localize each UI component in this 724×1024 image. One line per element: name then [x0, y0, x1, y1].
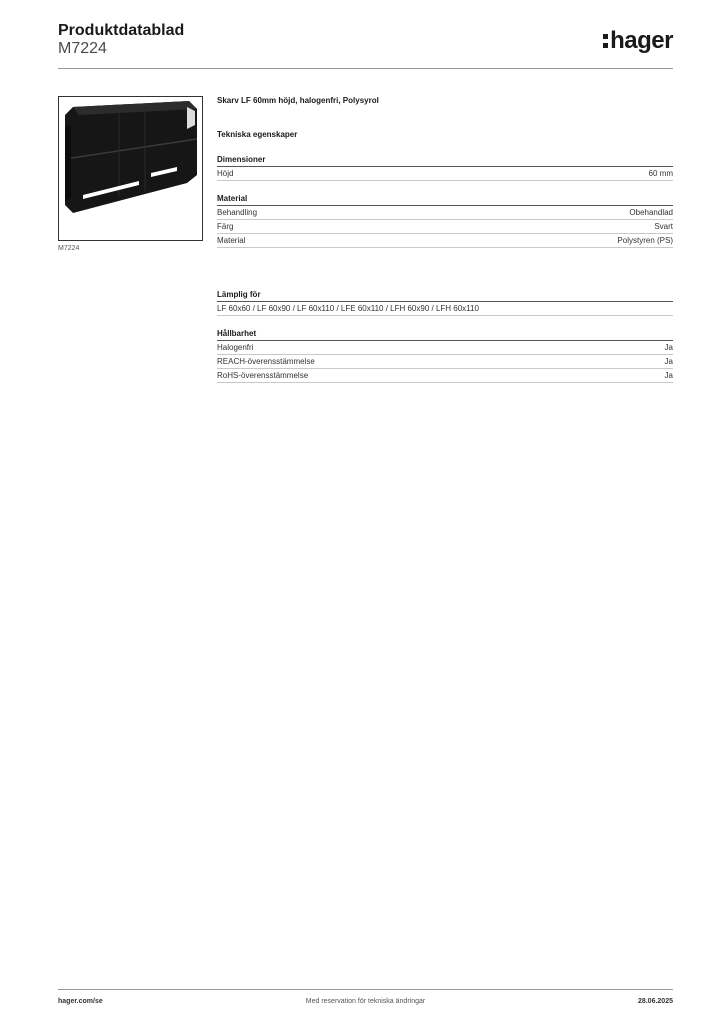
footer-divider — [58, 989, 673, 990]
spec-row: REACH-överensstämmelse Ja — [217, 355, 673, 369]
section-title: Dimensioner — [217, 155, 673, 167]
spec-row: Färg Svart — [217, 220, 673, 234]
logo-dots-icon — [603, 34, 609, 48]
spec-label: Halogenfri — [217, 343, 254, 352]
lamplig-for-section: Lämplig för LF 60x60 / LF 60x90 / LF 60x… — [217, 290, 673, 316]
spec-label: Höjd — [217, 169, 234, 178]
section-title: Material — [217, 194, 673, 206]
footer-date: 28.06.2025 — [637, 998, 673, 1005]
footer-website-link[interactable]: hager.com/se — [58, 998, 103, 1005]
product-name: Skarv LF 60mm höjd, halogenfri, Polysyro… — [217, 96, 379, 105]
product-details: Skarv LF 60mm höjd, halogenfri, Polysyro… — [217, 96, 673, 383]
spec-label: Behandling — [217, 208, 258, 217]
hallbarhet-section: Hållbarhet Halogenfri Ja REACH-överensst… — [217, 329, 673, 383]
spec-row: Behandling Obehandlad — [217, 206, 673, 220]
compatible-products: LF 60x60 / LF 60x90 / LF 60x110 / LFE 60… — [217, 302, 673, 316]
spec-row: Höjd 60 mm — [217, 167, 673, 181]
section-heading: Tekniska egenskaper — [217, 130, 298, 139]
cable-duct-joint-icon — [64, 101, 198, 213]
page-header: Produktdatablad M7224 hager — [58, 22, 673, 70]
footer-disclaimer: Med reservation för tekniska ändringar — [305, 998, 426, 1005]
section-title: Lämplig för — [217, 290, 673, 302]
section-title: Hållbarhet — [217, 329, 673, 341]
spec-label: Färg — [217, 222, 234, 231]
spec-value: Svart — [654, 222, 673, 231]
spec-value: 60 mm — [648, 169, 673, 178]
hager-logo: hager — [603, 28, 673, 54]
material-section: Material Behandling Obehandlad Färg Svar… — [217, 194, 673, 248]
spec-value: Ja — [664, 357, 673, 366]
image-caption: M7224 — [58, 245, 80, 252]
product-image — [58, 96, 203, 241]
spec-value: Obehandlad — [629, 208, 673, 217]
document-title: Produktdatablad — [58, 22, 185, 39]
spec-row: Halogenfri Ja — [217, 341, 673, 355]
document-product-code: M7224 — [58, 40, 107, 57]
spec-value: Ja — [664, 371, 673, 380]
spec-label: RoHS-överensstämmelse — [217, 371, 309, 380]
dimensioner-section: Dimensioner Höjd 60 mm — [217, 155, 673, 181]
spec-label: Material — [217, 236, 246, 245]
header-divider — [58, 68, 673, 69]
spec-value: Polystyren (PS) — [617, 236, 673, 245]
logo-text: hager — [610, 27, 673, 54]
spec-row: RoHS-överensstämmelse Ja — [217, 369, 673, 383]
spec-value: Ja — [664, 343, 673, 352]
spec-row: Material Polystyren (PS) — [217, 234, 673, 248]
spec-label: REACH-överensstämmelse — [217, 357, 315, 366]
